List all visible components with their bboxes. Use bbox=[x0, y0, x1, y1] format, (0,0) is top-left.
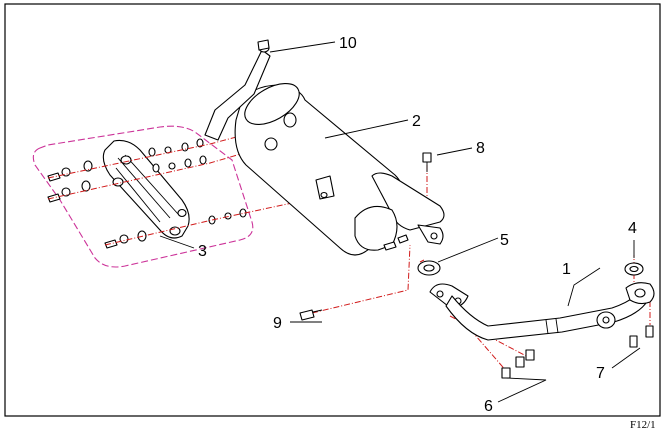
studs-7 bbox=[629, 325, 654, 348]
callout-5: 5 bbox=[500, 232, 509, 249]
callout-9: 9 bbox=[273, 315, 282, 332]
callout-1: 1 bbox=[562, 261, 571, 278]
exhaust-pipe bbox=[429, 282, 655, 341]
muffler bbox=[234, 83, 445, 256]
figure-code: F12/1 bbox=[630, 419, 656, 431]
diagram-frame bbox=[4, 3, 661, 417]
heat-shield bbox=[102, 139, 190, 239]
bolt-9 bbox=[299, 309, 323, 321]
studs-6 bbox=[501, 349, 535, 379]
bolt-8 bbox=[422, 152, 432, 172]
callout-2: 2 bbox=[412, 113, 421, 130]
mounting-rod bbox=[204, 39, 271, 141]
callout-6: 6 bbox=[484, 398, 493, 415]
heat-shield-fasteners bbox=[47, 138, 247, 249]
leader-lines bbox=[159, 41, 641, 403]
heat-shield-group-outline bbox=[32, 125, 254, 268]
callout-8: 8 bbox=[476, 140, 485, 157]
callout-7: 7 bbox=[596, 365, 605, 382]
callout-3: 3 bbox=[198, 243, 207, 260]
callout-4: 4 bbox=[628, 220, 637, 237]
callout-10: 10 bbox=[339, 35, 357, 52]
